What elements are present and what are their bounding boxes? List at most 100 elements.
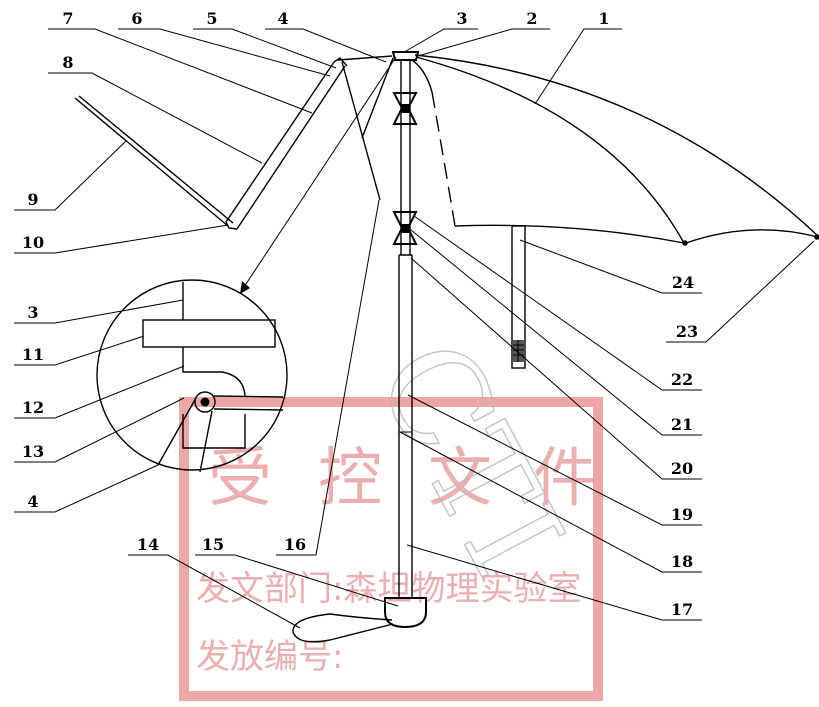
callout-13: 13 xyxy=(22,442,44,461)
inset-bracket xyxy=(182,414,246,449)
leader-6 xyxy=(118,28,331,77)
callout-10: 10 xyxy=(22,233,44,252)
inset-part-13-pin xyxy=(194,391,216,413)
upper-runner-pin xyxy=(401,104,410,113)
leader-2 xyxy=(417,28,550,57)
rib-hinge xyxy=(333,57,348,67)
leader-17 xyxy=(406,544,702,621)
canopy-dashed-edge xyxy=(431,91,456,227)
sleeve-hatch-lines xyxy=(513,340,524,362)
folded-ribs xyxy=(74,55,394,230)
handle xyxy=(384,597,427,629)
leader-4-top xyxy=(265,28,387,63)
callout-23: 23 xyxy=(676,322,698,341)
callout-22: 22 xyxy=(671,370,693,389)
callout-11: 11 xyxy=(22,345,44,364)
canopy-hem-left xyxy=(454,224,685,244)
callout-17: 17 xyxy=(671,600,693,619)
rib-tip-2 xyxy=(814,234,819,240)
callout-20: 20 xyxy=(671,459,693,478)
callout-21: 21 xyxy=(671,415,693,434)
callout-18: 18 xyxy=(671,552,693,571)
rib-tip-line-a xyxy=(74,97,229,227)
leader-20 xyxy=(410,257,702,480)
upper-stretcher xyxy=(361,57,394,139)
callout-16: 16 xyxy=(284,535,306,554)
leader-11 xyxy=(14,335,145,366)
leader-7 xyxy=(48,28,313,114)
watermark-text: CTI xyxy=(347,317,593,598)
leader-1 xyxy=(534,28,622,105)
inset-part-4-arms xyxy=(157,397,213,473)
rib-inner-line xyxy=(236,65,346,230)
leader-13 xyxy=(14,397,185,463)
leader-12 xyxy=(14,365,185,419)
stamp-char-1: 受 xyxy=(208,442,272,516)
stamp-char-2: 控 xyxy=(318,442,382,516)
hanging-sleeve xyxy=(511,225,526,369)
canopy-hem-right xyxy=(685,229,819,244)
inset-circle xyxy=(96,279,288,471)
leader-16 xyxy=(276,199,380,556)
callouts-top: 7 6 5 4 3 2 1 xyxy=(48,9,622,114)
callout-14: 14 xyxy=(137,535,159,554)
callout-8: 8 xyxy=(62,53,73,72)
callout-19: 19 xyxy=(671,505,693,524)
leader-24 xyxy=(519,239,702,294)
inset-part-12 xyxy=(182,347,246,397)
callouts-bottom: 14 15 16 xyxy=(128,199,399,629)
stamp-issue-number: 发放编号: xyxy=(196,637,343,677)
rib-outer-line xyxy=(225,61,335,223)
canopy-outer-edge xyxy=(414,54,819,237)
stamp-department: 发文部门:森坦物理实验室 xyxy=(196,569,581,609)
callout-3-left: 3 xyxy=(27,303,38,322)
control-stamp: 受 控 文 件 发文部门:森坦物理实验室 发放编号: xyxy=(179,397,603,701)
leader-14 xyxy=(128,554,301,629)
leader-3-left xyxy=(14,299,184,324)
leader-22 xyxy=(413,215,702,391)
callout-24: 24 xyxy=(672,273,694,292)
callout-7: 7 xyxy=(62,9,73,28)
stamp-border xyxy=(179,397,603,701)
rib-end-cap xyxy=(225,221,238,230)
leader-19 xyxy=(407,394,702,526)
callouts-left: 8 9 10 3 11 12 13 4 xyxy=(14,53,263,513)
canopy xyxy=(411,54,819,246)
callout-3-top: 3 xyxy=(456,9,467,28)
callout-4-left: 4 xyxy=(27,492,38,511)
top-rib-link xyxy=(337,55,393,61)
sleeve-body xyxy=(511,225,526,369)
stamp-char-3: 文 xyxy=(428,442,492,516)
canopy-inner-arc xyxy=(411,59,433,93)
leader-10 xyxy=(14,224,229,254)
callout-15: 15 xyxy=(202,535,224,554)
callout-9: 9 xyxy=(27,190,38,209)
lower-tube xyxy=(398,254,413,598)
lanyard-loop xyxy=(292,613,394,643)
leader-9 xyxy=(14,140,127,211)
leader-3-top xyxy=(405,28,478,52)
callout-5: 5 xyxy=(206,9,217,28)
rib-tip-line-b xyxy=(78,95,234,224)
detail-inset xyxy=(96,56,397,473)
leader-4-left xyxy=(14,464,159,513)
rib-tip-1 xyxy=(682,240,688,246)
leader-21 xyxy=(410,229,702,436)
inset-part-13-core xyxy=(200,397,210,407)
leader-5 xyxy=(193,28,337,69)
inset-part-11 xyxy=(142,319,276,348)
callout-12: 12 xyxy=(22,398,44,417)
inset-arrow-line xyxy=(241,56,397,291)
stamp-char-4: 件 xyxy=(533,442,597,516)
leader-15 xyxy=(195,554,399,607)
callouts-right: 24 23 22 21 20 19 18 17 xyxy=(399,215,815,621)
top-cap xyxy=(391,51,420,61)
inset-arrow-head xyxy=(240,281,250,294)
leader-23 xyxy=(666,240,815,343)
callout-6: 6 xyxy=(131,9,142,28)
shaft xyxy=(292,51,427,643)
callout-2: 2 xyxy=(526,9,537,28)
stretcher-line xyxy=(341,61,381,201)
